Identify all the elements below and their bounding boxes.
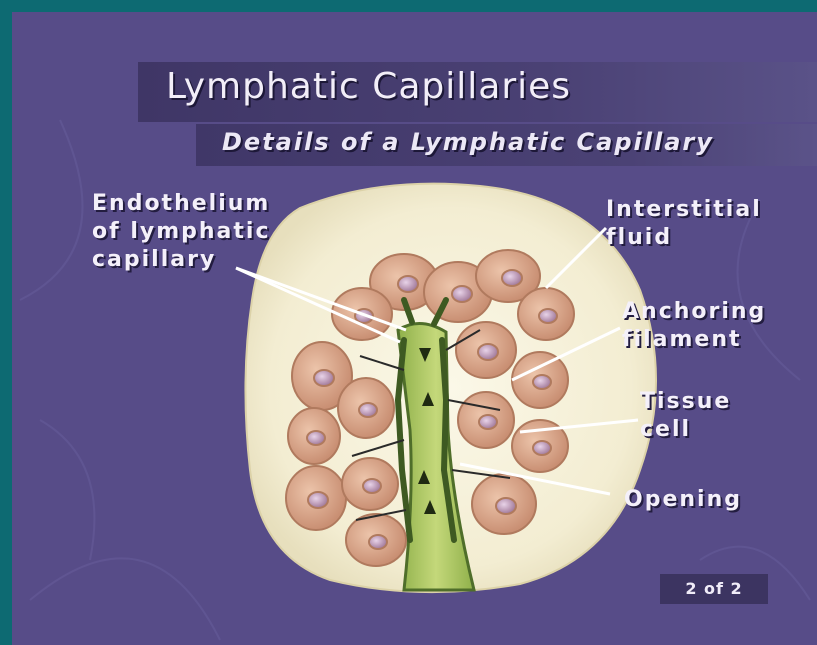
slide-subtitle: Details of a Lymphatic Capillary — [222, 128, 714, 156]
label-interstitial-line-2: fluid — [606, 224, 762, 252]
label-tissue-line-1: Tissue — [640, 388, 731, 416]
label-endothelium: Endothelium of lymphatic capillary — [92, 190, 271, 274]
slide-title: Lymphatic Capillaries — [166, 66, 571, 107]
label-anchoring-line-2: filament — [622, 326, 766, 354]
label-interstitial-fluid: Interstitial fluid — [606, 196, 762, 252]
label-anchoring-line-1: Anchoring — [622, 298, 766, 326]
label-opening: Opening — [624, 486, 742, 514]
label-tissue-line-2: cell — [640, 416, 731, 444]
label-endothelium-line-2: of lymphatic — [92, 218, 271, 246]
label-tissue-cell: Tissue cell — [640, 388, 731, 444]
label-interstitial-line-1: Interstitial — [606, 196, 762, 224]
label-anchoring-filament: Anchoring filament — [622, 298, 766, 354]
label-endothelium-line-1: Endothelium — [92, 190, 271, 218]
page-indicator: 2 of 2 — [660, 574, 768, 604]
label-endothelium-line-3: capillary — [92, 246, 271, 274]
